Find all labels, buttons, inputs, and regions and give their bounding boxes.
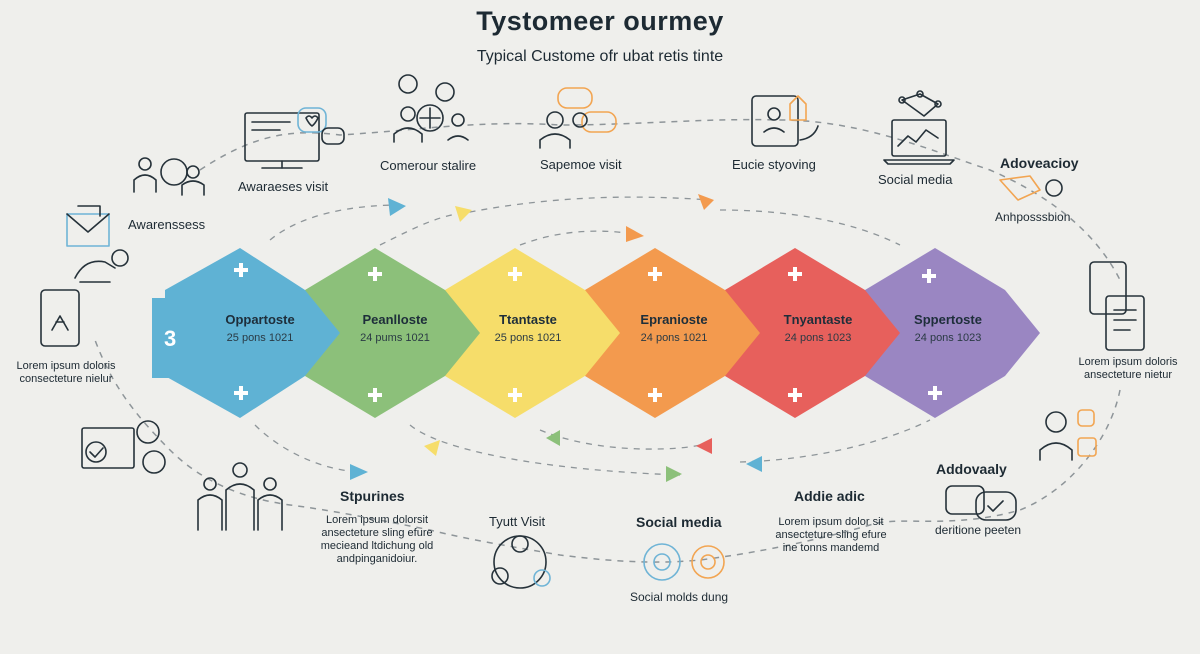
label-social-media-top: Social media bbox=[878, 172, 953, 187]
inner-arc-bottom-4 bbox=[739, 419, 931, 463]
people-chat-icon bbox=[539, 87, 617, 149]
label-advoaly: Addovaaly bbox=[936, 461, 1007, 477]
label-eucie: Eucie styoving bbox=[732, 157, 816, 172]
addie-description: Lorem ipsum dolor sit ansecteture sling … bbox=[775, 516, 887, 554]
label-awareness: Awarenssess bbox=[128, 217, 206, 232]
stage-4-subtitle: 24 pons 1021 bbox=[640, 332, 708, 344]
inner-arc-top-1 bbox=[269, 204, 401, 241]
network-globe-icon bbox=[491, 535, 551, 589]
stage-4-title: Epranioste bbox=[640, 312, 708, 327]
megaphone-advocacy-icon bbox=[999, 175, 1063, 201]
stage-1-title: Oppartoste bbox=[225, 312, 295, 327]
label-spurines: Stpurines bbox=[340, 488, 405, 504]
team-gears-icon bbox=[393, 74, 469, 143]
label-social-media-bottom: Social media bbox=[636, 514, 722, 530]
stage-6-hexagon bbox=[865, 248, 1040, 418]
label-sapemoe: Sapemoe visit bbox=[540, 157, 622, 172]
label-awareness-visit: Awaraeses visit bbox=[238, 179, 329, 194]
phone-icon bbox=[40, 289, 80, 347]
stage-4-hexagon bbox=[585, 248, 760, 418]
document-checklist-icon bbox=[81, 420, 166, 474]
label-advocacy-top: Adoveacioy bbox=[1000, 155, 1079, 171]
page-title: Tystomeer ourmey bbox=[476, 6, 724, 36]
arrow-orange-top bbox=[626, 226, 644, 242]
monitor-heart-icon bbox=[244, 107, 345, 169]
arrow-green-bottom-2 bbox=[666, 466, 682, 482]
people-globe-icon bbox=[133, 157, 205, 196]
stage-3-hexagon bbox=[445, 248, 620, 418]
inner-arc-bottom-1 bbox=[254, 424, 361, 473]
inner-arc-bottom-2 bbox=[409, 424, 681, 476]
arrow-yellow-bottom bbox=[424, 440, 440, 456]
inner-arc-top-3 bbox=[519, 230, 641, 246]
arrow-orange-top-2 bbox=[698, 194, 714, 210]
stage-1-subtitle: 25 pons 1021 bbox=[226, 332, 294, 344]
label-comerour: Comerour stalire bbox=[380, 158, 477, 173]
plus-icons bbox=[234, 263, 942, 402]
right-description: Lorem ipsum doloris ansecteture nietur bbox=[1078, 356, 1178, 381]
arrow-green-bottom bbox=[546, 430, 560, 446]
label-anhpo: Anhposssbion bbox=[995, 210, 1071, 224]
label-social-molds: Social molds dung bbox=[630, 590, 729, 604]
label-deritione: deritione peeten bbox=[935, 523, 1022, 537]
stage-5-title: Tnyantaste bbox=[783, 312, 853, 327]
envelope-icon bbox=[66, 205, 110, 247]
page-subtitle: Typical Custome ofr ubat retis tinte bbox=[476, 48, 724, 65]
inner-arc-bottom-3 bbox=[539, 429, 701, 450]
stage-6-title: Sppertoste bbox=[914, 312, 982, 327]
support-agent-icon bbox=[1039, 409, 1097, 461]
stage-5-hexagon bbox=[725, 248, 900, 418]
laptop-chart-icon bbox=[883, 90, 955, 165]
spurines-description: Lorem ipsum dolorsit ansecteture sling e… bbox=[320, 514, 434, 565]
arrow-red-bottom bbox=[696, 438, 712, 454]
stage-3-title: Ttantaste bbox=[499, 312, 557, 327]
stage-2-title: Peanlloste bbox=[362, 312, 428, 327]
devices-icon bbox=[1089, 261, 1145, 351]
arrow-blue-top bbox=[388, 198, 406, 216]
family-icon bbox=[197, 462, 283, 531]
inner-arc-top-4 bbox=[719, 209, 901, 246]
chat-check-icon bbox=[945, 485, 1017, 521]
gears-icon bbox=[643, 543, 725, 581]
stage-number: 3 bbox=[164, 326, 177, 351]
stage-1-hexagon bbox=[165, 248, 340, 418]
stage-5-subtitle: 24 pons 1023 bbox=[784, 332, 852, 344]
outer-journey-path bbox=[94, 118, 1121, 563]
arrow-blue-bottom bbox=[350, 464, 368, 480]
left-description: Lorem ipsum doloris consecteture nielur bbox=[16, 360, 116, 385]
arrow-yellow-top bbox=[455, 206, 472, 222]
stage-6-subtitle: 24 pons 1023 bbox=[914, 332, 982, 344]
arrow-blue-bottom-2 bbox=[746, 456, 762, 472]
stage-2-hexagon bbox=[305, 248, 480, 418]
label-tyutt-visit: Tyutt Visit bbox=[489, 514, 546, 529]
stage-1-notch bbox=[152, 298, 180, 378]
label-addie: Addie adic bbox=[794, 488, 865, 504]
hand-search-icon bbox=[74, 249, 129, 283]
tablet-person-icon bbox=[751, 95, 819, 147]
stage-2-subtitle: 24 pums 1021 bbox=[360, 332, 430, 344]
stage-3-subtitle: 25 pons 1021 bbox=[494, 332, 562, 344]
